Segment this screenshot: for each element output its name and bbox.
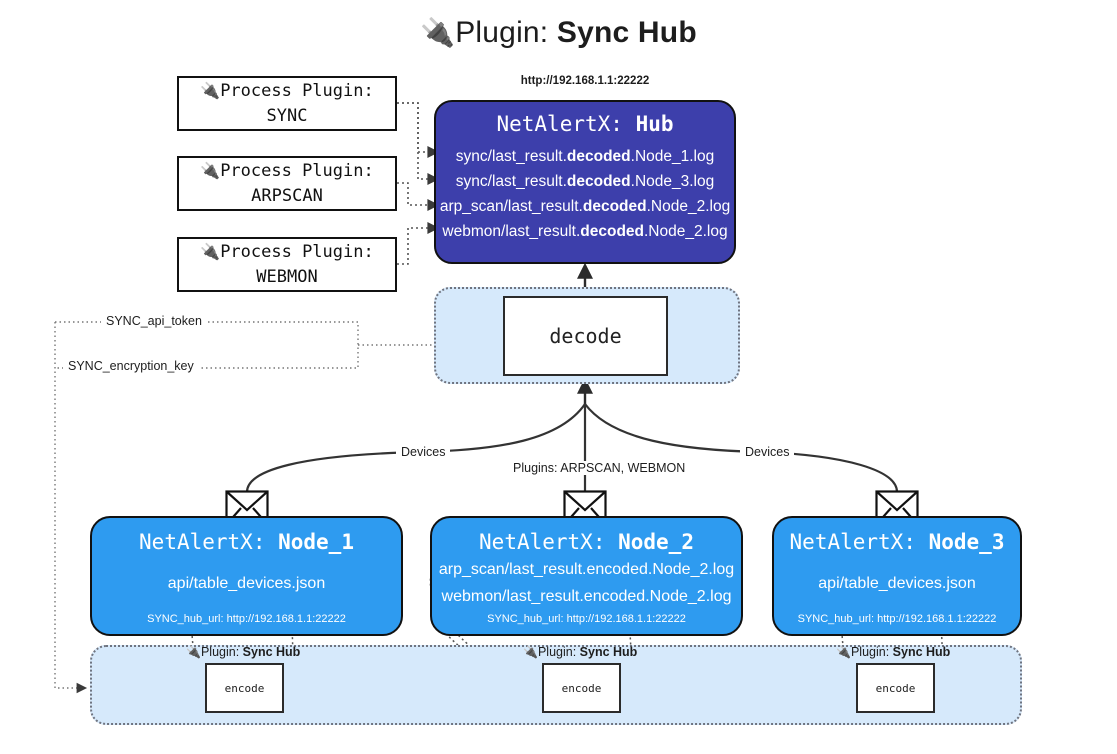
hub-title: NetAlertX: Hub (496, 112, 673, 136)
encode-3-label: encode (875, 681, 916, 695)
encoder-3-caption-lead: Plugin: (850, 645, 893, 659)
devices-right-label: Devices (740, 445, 795, 459)
devices-left-label: Devices (396, 445, 451, 459)
plug-icon: 🔌 (836, 645, 851, 659)
node-2-title-prefix: NetAlertX: (479, 530, 619, 554)
sync-encryption-key-text: SYNC_encryption_key (68, 359, 194, 373)
process-plugin-sync-box[interactable]: 🔌Process Plugin: SYNC (177, 76, 397, 131)
process-plugin-arpscan-line2: ARPSCAN (251, 185, 323, 206)
hub-log-line: sync/last_result.decoded.Node_3.log (456, 169, 714, 194)
node-1-data-line: api/table_devices.json (167, 574, 326, 592)
hub-url-label: http://192.168.1.1:22222 (520, 75, 650, 87)
process-plugin-sync-line2: SYNC (266, 105, 308, 126)
decode-box[interactable]: decode (503, 296, 668, 376)
node-3-title: NetAlertX: Node_3 (790, 530, 1005, 554)
process-plugin-arpscan-line1: Process Plugin: (220, 160, 374, 181)
encoder-3-caption: 🔌Plugin: Sync Hub (836, 645, 950, 659)
hub-log-1-mid: decoded (566, 173, 631, 191)
hub-log-2-post: .Node_2.log (646, 198, 731, 216)
hub-log-0-pre: sync/last_result. (455, 148, 567, 165)
encoder-2-caption-strong: Sync Hub (579, 645, 638, 659)
encode-1-label: encode (224, 681, 265, 695)
hub-log-line: arp_scan/last_result.decoded.Node_2.log (440, 194, 730, 219)
node-3-title-prefix: NetAlertX: (789, 530, 929, 554)
hub-log-3-post: .Node_2.log (644, 223, 728, 241)
plug-icon: 🔌 (200, 82, 221, 100)
process-plugin-webmon-line1: Process Plugin: (220, 241, 374, 262)
encoder-3-caption-strong: Sync Hub (892, 645, 951, 659)
node-1-title-name: Node_1 (278, 530, 354, 554)
node-3-box[interactable]: NetAlertX: Node_3 api/table_devices.json… (772, 516, 1022, 636)
plug-icon: 🔌 (420, 17, 456, 48)
hub-log-0-mid: decoded (566, 148, 631, 165)
hub-log-1-post: .Node_3.log (630, 173, 715, 191)
sync-encryption-key-label: SYNC_encryption_key (63, 359, 199, 373)
node-2-title-name: Node_2 (618, 530, 694, 554)
hub-title-name: Hub (635, 112, 674, 136)
encode-2-label: encode (561, 681, 602, 695)
hub-log-3-mid: decoded (580, 223, 644, 241)
encoder-1-caption: 🔌Plugin: Sync Hub (186, 645, 300, 659)
node-1-title-prefix: NetAlertX: (139, 530, 279, 554)
hub-log-3-pre: webmon/last_result. (442, 223, 581, 241)
encode-box-3[interactable]: encode (856, 663, 935, 713)
node-1-box[interactable]: NetAlertX: Node_1 api/table_devices.json… (90, 516, 403, 636)
process-plugin-arpscan-box[interactable]: 🔌Process Plugin: ARPSCAN (177, 156, 397, 211)
plugins-center-label: Plugins: ARPSCAN, WEBMON (508, 461, 691, 475)
node-3-footer: SYNC_hub_url: http://192.168.1.1:22222 (797, 613, 997, 625)
plug-icon: 🔌 (523, 645, 538, 659)
node-2-footer: SYNC_hub_url: http://192.168.1.1:22222 (487, 613, 686, 625)
hub-log-line: webmon/last_result.decoded.Node_2.log (442, 219, 727, 244)
process-plugin-webmon-line2: WEBMON (256, 266, 318, 287)
encode-box-1[interactable]: encode (205, 663, 284, 713)
hub-title-prefix: NetAlertX: (496, 112, 636, 136)
plug-icon: 🔌 (200, 162, 221, 180)
encoder-1-caption-lead: Plugin: (200, 645, 243, 659)
node-3-data-line: api/table_devices.json (818, 574, 976, 592)
node-1-footer: SYNC_hub_url: http://192.168.1.1:22222 (147, 613, 346, 625)
hub-log-1-pre: sync/last_result. (455, 173, 567, 191)
sync-api-token-text: SYNC_api_token (106, 314, 202, 328)
devices-right-text: Devices (745, 445, 790, 459)
hub-log-0-post: .Node_1.log (630, 148, 715, 165)
decode-label: decode (549, 324, 622, 348)
encoder-2-caption: 🔌Plugin: Sync Hub (523, 645, 637, 659)
hub-log-2-pre: arp_scan/last_result. (439, 198, 583, 216)
process-plugin-webmon-box[interactable]: 🔌Process Plugin: WEBMON (177, 237, 397, 292)
node-2-title: NetAlertX: Node_2 (479, 530, 694, 554)
devices-left-text: Devices (401, 445, 446, 459)
plugins-center-text: Plugins: ARPSCAN, WEBMON (513, 461, 686, 475)
node-3-title-name: Node_3 (928, 530, 1005, 554)
page-title-strong: Sync Hub (556, 16, 697, 49)
encoder-1-caption-strong: Sync Hub (242, 645, 301, 659)
node-2-data-line: webmon/last_result.encoded.Node_2.log (441, 588, 732, 605)
sync-api-token-label: SYNC_api_token (101, 314, 207, 328)
page-title: 🔌Plugin: Sync Hub (0, 16, 1117, 50)
node-1-title: NetAlertX: Node_1 (139, 530, 354, 554)
page-title-lead: Plugin: (455, 16, 557, 49)
encoder-2-caption-lead: Plugin: (537, 645, 580, 659)
plug-icon: 🔌 (186, 645, 201, 659)
plug-icon: 🔌 (200, 243, 221, 261)
hub-node[interactable]: http://192.168.1.1:22222 NetAlertX: Hub … (434, 75, 736, 264)
process-plugin-sync-line1: Process Plugin: (220, 80, 374, 101)
hub-log-line: sync/last_result.decoded.Node_1.log (456, 144, 714, 169)
encode-box-2[interactable]: encode (542, 663, 621, 713)
node-2-box[interactable]: NetAlertX: Node_2 arp_scan/last_result.e… (430, 516, 743, 636)
node-2-data-line: arp_scan/last_result.encoded.Node_2.log (438, 561, 735, 578)
hub-log-2-mid: decoded (582, 198, 647, 216)
